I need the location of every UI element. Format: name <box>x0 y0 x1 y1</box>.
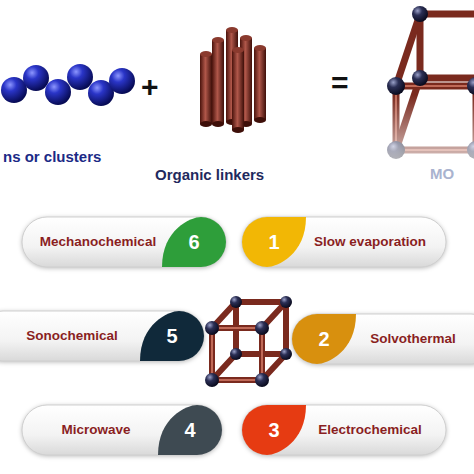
step-number: 2 <box>318 329 329 349</box>
method-label: Microwave <box>61 423 130 437</box>
central-cube <box>205 296 292 387</box>
method-pill: Sonochemical 5 <box>0 311 204 361</box>
metal-ions <box>1 64 135 106</box>
component-label: Organic linkers <box>155 167 264 182</box>
step-number: 6 <box>188 232 199 252</box>
method-pill: Solvothermal 2 <box>292 314 474 364</box>
component-label: ns or clusters <box>3 149 101 164</box>
mof-cube <box>378 6 474 165</box>
method-label: Mechanochemical <box>40 235 156 249</box>
method-pill: Microwave 4 <box>22 405 222 455</box>
method-pill: Electrochemical 3 <box>242 405 446 455</box>
method-label: Sonochemical <box>26 329 118 343</box>
step-number: 5 <box>166 326 177 346</box>
method-pill: Mechanochemical 6 <box>22 217 226 267</box>
step-number: 3 <box>268 420 279 440</box>
plus-sign: + <box>141 72 159 102</box>
step-number: 4 <box>184 420 195 440</box>
equals-sign: = <box>331 68 349 98</box>
component-label: MO <box>430 166 454 181</box>
method-label: Solvothermal <box>370 332 456 346</box>
method-pill: Slow evaporation 1 <box>242 217 446 267</box>
organic-linkers <box>200 27 266 133</box>
step-number: 1 <box>268 232 279 252</box>
method-label: Electrochemical <box>318 423 422 437</box>
method-label: Slow evaporation <box>314 235 426 249</box>
